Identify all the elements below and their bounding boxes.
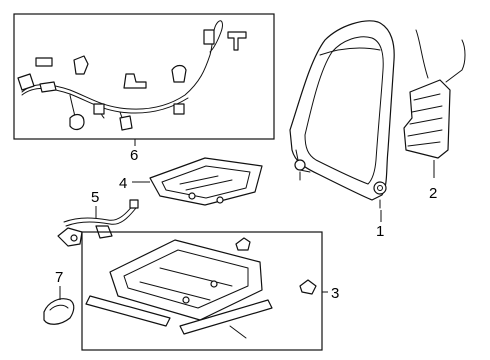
callout-2: 2 — [429, 185, 437, 202]
adjuster-rail-right — [179, 299, 273, 335]
bracket-end-left — [57, 227, 83, 247]
connector-f — [69, 113, 85, 131]
seat-back-outer — [289, 20, 395, 201]
connector-l — [39, 81, 57, 93]
connector-k — [203, 29, 215, 45]
connector-g — [119, 115, 133, 131]
adjuster-rail-left — [85, 295, 171, 327]
seat-adjuster-group: 3 — [81, 231, 339, 351]
connector-i — [173, 103, 185, 115]
clip-j — [227, 31, 247, 51]
wire-harness-box — [13, 13, 275, 140]
seat-adjuster-box — [81, 231, 323, 351]
callout-1: 1 — [376, 223, 384, 240]
side-cover-body — [43, 298, 75, 325]
wire-harness-group: 6 — [13, 13, 275, 164]
wire-harness-main — [21, 20, 223, 110]
connector-h — [93, 103, 105, 115]
connector-c — [17, 73, 35, 91]
callout-7: 7 — [55, 269, 63, 286]
lumbar-support: 2 — [403, 29, 466, 202]
connector-e — [171, 64, 187, 83]
harness-bracket: 5 — [57, 189, 139, 247]
seat-cushion-pan: 4 — [119, 157, 263, 206]
seat-back-frame: 1 — [289, 20, 395, 240]
connector-d — [123, 73, 147, 89]
adjuster-bracket-b — [299, 279, 317, 295]
callout-6: 6 — [130, 147, 138, 164]
callout-5: 5 — [91, 189, 99, 206]
adjuster-frame — [109, 239, 263, 321]
callout-4: 4 — [119, 175, 127, 192]
adjuster-bracket-a — [235, 237, 251, 251]
connector-b — [73, 55, 89, 75]
connector-a — [35, 57, 53, 67]
side-cover: 7 — [43, 269, 75, 325]
callout-3: 3 — [331, 285, 339, 302]
lumbar-plate — [403, 79, 451, 159]
